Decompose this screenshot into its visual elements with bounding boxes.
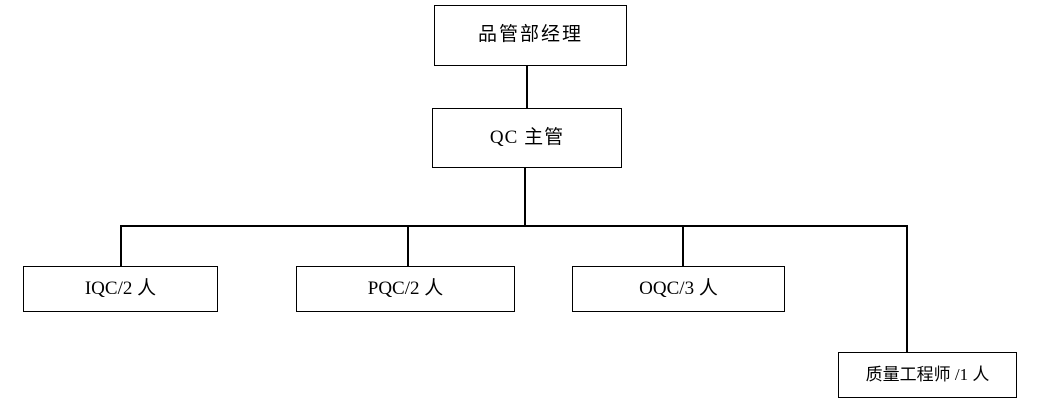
org-node-pqc-label: PQC/2 人 xyxy=(367,277,444,299)
org-node-quality-engineer-label: 质量工程师 /1 人 xyxy=(865,364,990,384)
connector-qc-supervisor-to-bus xyxy=(524,168,526,226)
org-node-oqc-label: OQC/3 人 xyxy=(639,277,718,299)
org-node-quality-engineer[interactable]: 质量工程师 /1 人 xyxy=(838,352,1017,398)
org-node-pqc[interactable]: PQC/2 人 xyxy=(296,266,515,312)
connector-bus-to-iqc xyxy=(120,225,122,266)
org-node-qc-supervisor[interactable]: QC 主管 xyxy=(432,108,622,168)
connector-manager-to-qc-supervisor xyxy=(526,66,528,108)
connector-horizontal-bus xyxy=(120,225,908,227)
connector-bus-to-quality-engineer xyxy=(906,225,908,352)
connector-bus-to-pqc xyxy=(407,225,409,266)
org-node-manager[interactable]: 品管部经理 xyxy=(434,5,627,66)
connector-bus-to-oqc xyxy=(682,225,684,266)
org-node-qc-supervisor-label: QC 主管 xyxy=(489,126,565,148)
org-node-iqc[interactable]: IQC/2 人 xyxy=(23,266,218,312)
org-node-manager-label: 品管部经理 xyxy=(477,24,583,46)
org-node-iqc-label: IQC/2 人 xyxy=(84,277,157,299)
org-node-oqc[interactable]: OQC/3 人 xyxy=(572,266,785,312)
